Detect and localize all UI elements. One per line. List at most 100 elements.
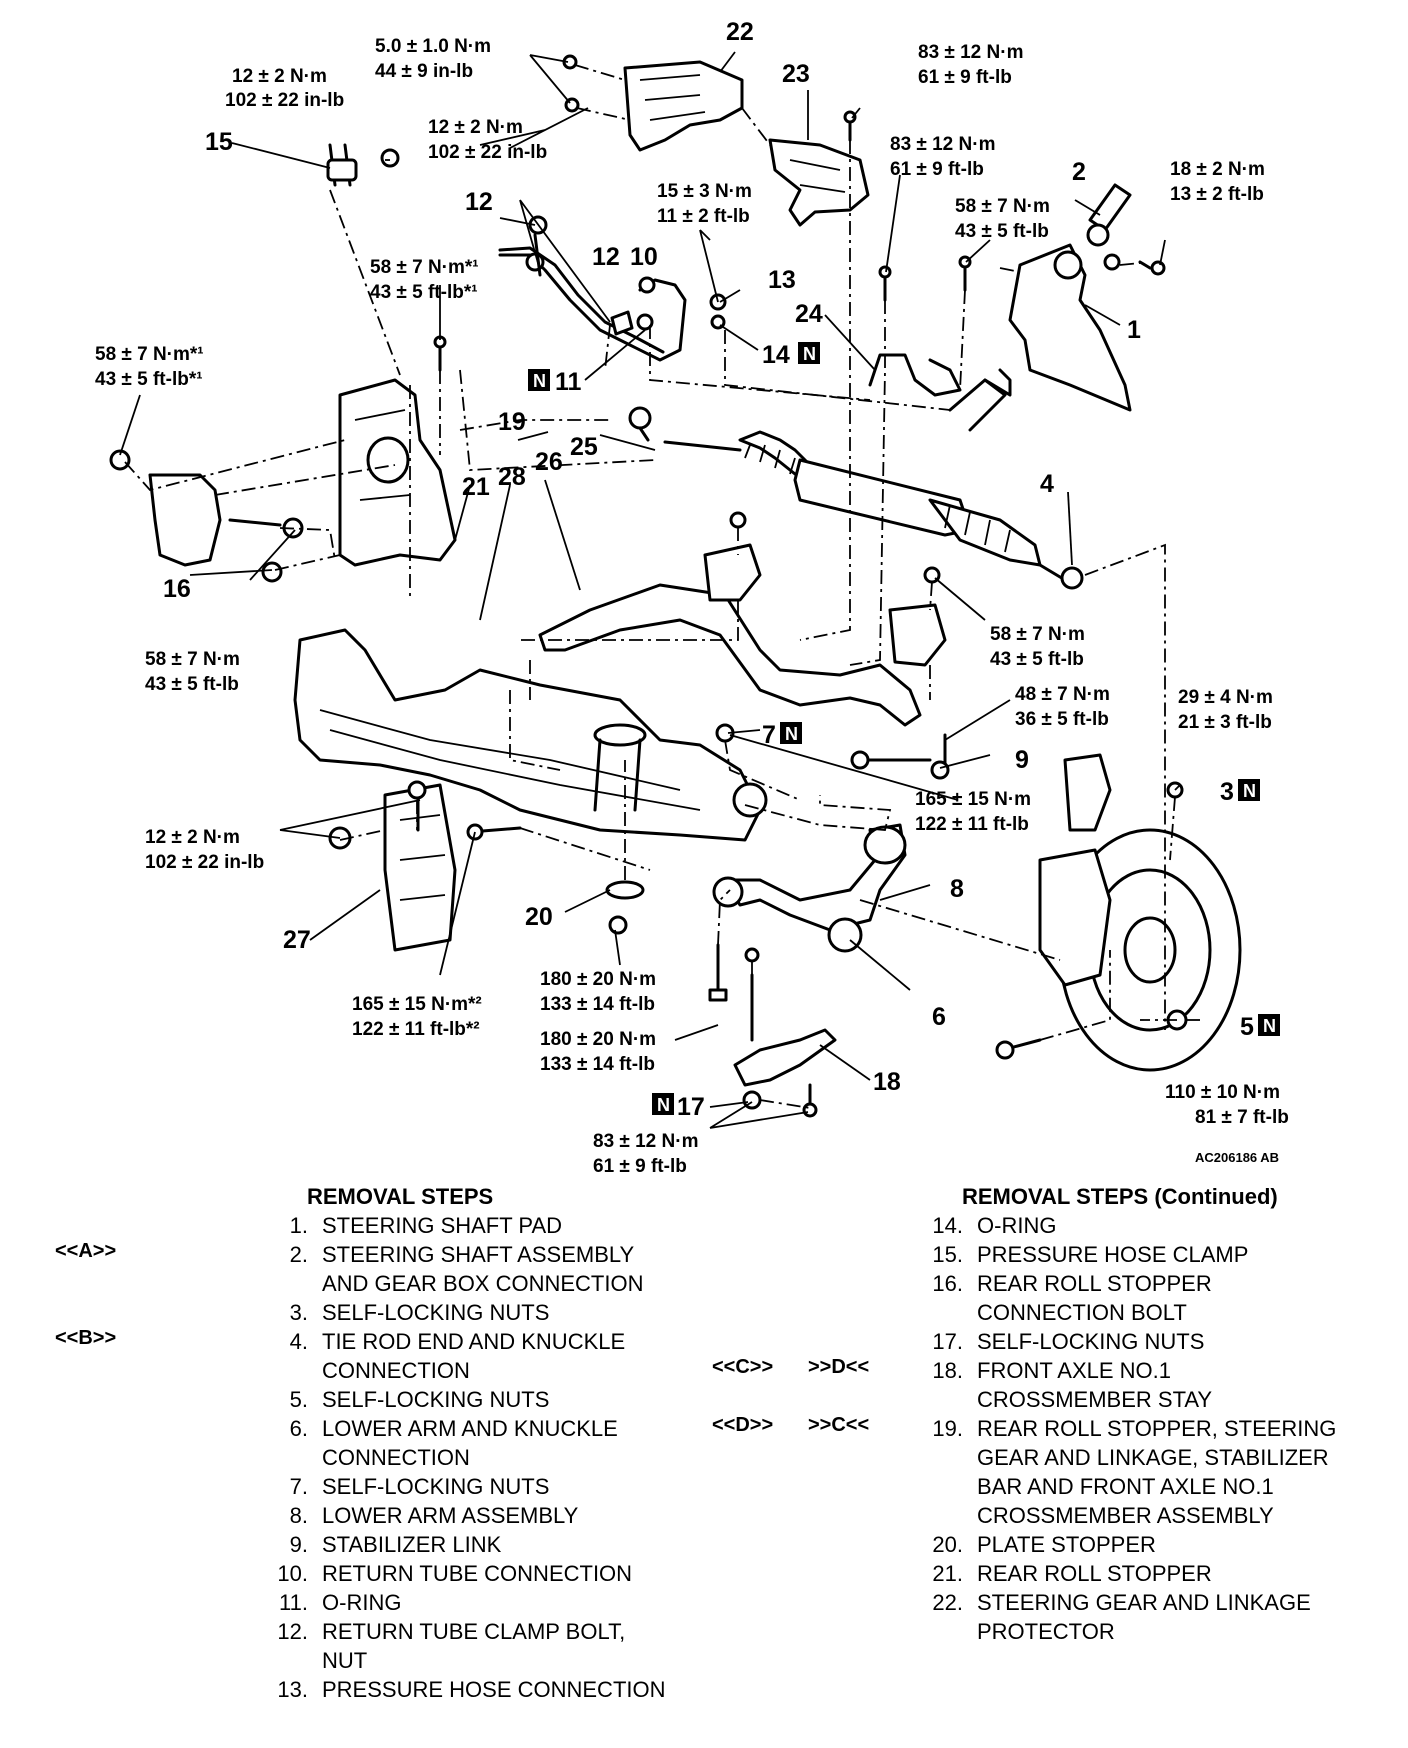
step-16: 16.REAR ROLL STOPPER CONNECTION BOLT <box>932 1271 1212 1325</box>
svg-text:N: N <box>785 724 798 744</box>
torque-43ftlb-c: 43 ± 5 ft-lb <box>145 674 239 695</box>
new-part-badges: N N N N N N <box>528 342 1280 1115</box>
callout-2: 2 <box>1072 158 1086 186</box>
callout-4: 4 <box>1040 470 1054 498</box>
torque-15nm: 15 ± 3 N·m <box>657 181 752 202</box>
step-5: 5.SELF-LOCKING NUTS <box>289 1387 550 1412</box>
torque-180nm-a: 180 ± 20 N·m <box>540 969 656 990</box>
torque-29nm: 29 ± 4 N·m <box>1178 687 1273 708</box>
protector-part-22 <box>623 60 744 152</box>
removal-steps-left: REMOVAL STEPS 1.STEERING SHAFT PAD 2.STE… <box>250 1182 690 1704</box>
torque-110nm: 110 ± 10 N·m <box>1165 1082 1280 1103</box>
callout-6: 6 <box>932 1003 946 1031</box>
mark-c-left: <<C>> <box>712 1356 774 1378</box>
step-19: 19.REAR ROLL STOPPER, STEERING GEAR AND … <box>932 1416 1337 1528</box>
torque-43ftlb-a: 43 ± 5 ft-lb <box>955 221 1049 242</box>
step-6: 6.LOWER ARM AND KNUCKLE CONNECTION <box>289 1416 618 1470</box>
step-9: 9.STABILIZER LINK <box>289 1532 502 1557</box>
removal-steps-heading: REMOVAL STEPS <box>307 1184 494 1209</box>
callout-12-b: 12 <box>592 243 620 271</box>
callout-24: 24 <box>795 300 823 328</box>
torque-43ftlb-s1b: 43 ± 5 ft-lb*¹ <box>95 369 203 390</box>
mount-part-21 <box>338 378 457 567</box>
callout-27: 27 <box>283 926 311 954</box>
callout-15: 15 <box>205 128 233 156</box>
leader-lines <box>119 51 1200 1129</box>
n-badge-11: N <box>528 369 550 391</box>
mark-d-right: >>D<< <box>808 1356 870 1378</box>
step-7: 7.SELF-LOCKING NUTS <box>289 1474 550 1499</box>
mark-c-right: >>C<< <box>808 1414 870 1436</box>
step-21: 21.REAR ROLL STOPPER <box>932 1561 1212 1586</box>
step-20: 20.PLATE STOPPER <box>932 1532 1156 1557</box>
torque-11ftlb: 11 ± 2 ft-lb <box>657 206 750 227</box>
torque-12nm-c: 12 ± 2 N·m <box>145 827 240 848</box>
step-14: 14.O-RING <box>932 1213 1057 1238</box>
torque-12nm-b: 12 ± 2 N·m <box>428 117 523 138</box>
step-4: 4.TIE ROD END AND KNUCKLE CONNECTION <box>289 1329 626 1383</box>
callout-numbers: 1 2 3 4 5 6 7 8 9 10 11 12 12 13 14 15 1… <box>163 18 1254 1121</box>
n-badge-17: N <box>652 1093 674 1115</box>
callout-8: 8 <box>950 875 964 903</box>
step-8: 8.LOWER ARM ASSEMBLY <box>289 1503 579 1528</box>
torque-83nm-a: 83 ± 12 N·m <box>918 42 1023 63</box>
torque-180nm-b: 180 ± 20 N·m <box>540 1029 656 1050</box>
return-tube-part-10 <box>498 246 687 362</box>
callout-10: 10 <box>630 243 658 271</box>
mark-a: <<A>> <box>55 1240 117 1262</box>
stabilizer-bushing-upper <box>703 511 762 602</box>
callout-7: 7 <box>762 721 776 749</box>
step-10: 10.RETURN TUBE CONNECTION <box>277 1561 633 1586</box>
torque-21ftlb: 21 ± 3 ft-lb <box>1178 712 1272 733</box>
pressure-hose-clamp-part-15 <box>326 143 400 187</box>
torque-165nm-s2: 165 ± 15 N·m*² <box>352 994 482 1015</box>
protector-part-23 <box>768 138 870 227</box>
step-12: 12.RETURN TUBE CLAMP BOLT, NUT <box>277 1619 626 1673</box>
bracket-part-24 <box>868 353 962 397</box>
steering-shaft-pad-part-1 <box>1008 243 1132 412</box>
mark-b: <<B>> <box>55 1327 117 1349</box>
callout-12-a: 12 <box>465 188 493 216</box>
torque-61ftlb-a: 61 ± 9 ft-lb <box>918 67 1012 88</box>
torque-58nm-d: 58 ± 7 N·m <box>990 624 1085 645</box>
exploded-assembly-diagram: 5.0 ± 1.0 N·m 44 ± 9 in-lb 12 ± 2 N·m 10… <box>95 18 1289 1177</box>
torque-18nm: 18 ± 2 N·m <box>1170 159 1265 180</box>
torque-48nm: 48 ± 7 N·m <box>1015 684 1110 705</box>
plate-stopper-part-20 <box>605 880 645 935</box>
callout-18: 18 <box>873 1068 901 1096</box>
callout-23: 23 <box>782 60 810 88</box>
callout-13: 13 <box>768 266 796 294</box>
mark-d-left: <<D>> <box>712 1414 774 1436</box>
step-1: 1.STEERING SHAFT PAD <box>289 1213 563 1238</box>
callout-9: 9 <box>1015 746 1029 774</box>
callout-20: 20 <box>525 903 553 931</box>
crossmember-part-28 <box>293 628 768 842</box>
steering-shaft-part-2 <box>1086 183 1166 276</box>
callout-3: 3 <box>1220 778 1234 806</box>
callout-22: 22 <box>726 18 754 46</box>
torque-102inlb-a: 102 ± 22 in-lb <box>225 90 344 111</box>
torque-58nm-a: 58 ± 7 N·m <box>955 196 1050 217</box>
return-tube-clamp-part-12 <box>610 310 654 336</box>
torque-81ftlb: 81 ± 7 ft-lb <box>1195 1107 1289 1128</box>
callout-17: 17 <box>677 1093 705 1121</box>
callout-11: 11 <box>555 368 582 396</box>
step-17: 17.SELF-LOCKING NUTS <box>932 1329 1205 1354</box>
torque-5nm: 5.0 ± 1.0 N·m <box>375 36 491 57</box>
callout-21: 21 <box>462 473 490 501</box>
callout-14: 14 <box>762 341 790 369</box>
svg-text:N: N <box>1243 781 1256 801</box>
svg-text:N: N <box>533 371 546 391</box>
torque-122ftlb: 122 ± 11 ft-lb <box>915 814 1029 835</box>
lower-arm-part-8 <box>712 823 907 953</box>
torque-133ftlb-b: 133 ± 14 ft-lb <box>540 1054 655 1075</box>
torque-labels: 5.0 ± 1.0 N·m 44 ± 9 in-lb 12 ± 2 N·m 10… <box>95 36 1289 1177</box>
callout-16: 16 <box>163 575 191 603</box>
callout-26: 26 <box>535 448 563 476</box>
torque-83nm-b: 83 ± 12 N·m <box>890 134 995 155</box>
removal-steps-right: REMOVAL STEPS (Continued) 14.O-RING 15.P… <box>905 1182 1385 1646</box>
callout-25: 25 <box>570 433 598 461</box>
step-18: 18.FRONT AXLE NO.1 CROSSMEMBER STAY <box>932 1358 1213 1412</box>
crossmember-stay-part-18 <box>733 1028 837 1118</box>
callout-19: 19 <box>498 408 526 436</box>
